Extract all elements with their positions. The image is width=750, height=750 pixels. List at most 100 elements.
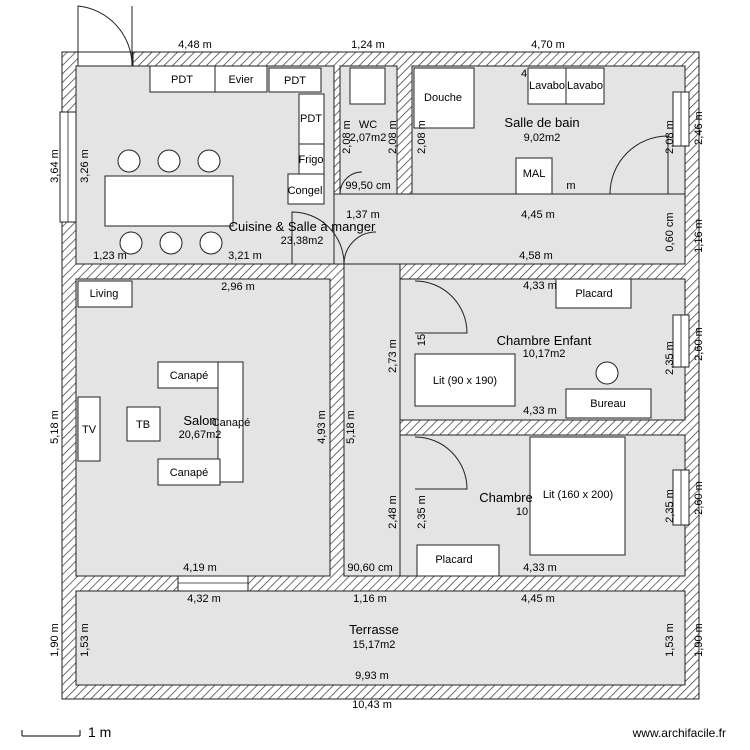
chair	[119, 231, 143, 255]
counter-pdt-1	[149, 65, 216, 93]
dim: m	[566, 180, 575, 192]
label-tb: TB	[136, 419, 150, 431]
living-cabinet	[77, 280, 133, 308]
label-lavabo: Lavabo	[529, 80, 565, 92]
sink-1	[527, 67, 567, 105]
label-canape: Canapé	[170, 467, 209, 479]
label-canape: Canapé	[170, 370, 209, 382]
scale-bar	[21, 730, 81, 737]
label-lit-160: Lit (160 x 200)	[543, 489, 613, 501]
dim: 9,93 m	[355, 670, 389, 682]
label-douche: Douche	[424, 92, 462, 104]
dim: 1,53 m	[79, 623, 91, 657]
freezer	[287, 173, 325, 205]
dim: 4,45 m	[521, 209, 555, 221]
counter-pdt-3	[298, 93, 325, 145]
room-label-chambre: Chambre	[479, 490, 532, 505]
floor-salon	[75, 278, 331, 577]
room-area-bain: 9,02m2	[524, 132, 561, 144]
label-pdt: PDT	[300, 113, 322, 125]
brand-watermark[interactable]: www.archifacile.fr	[632, 726, 726, 740]
bed-90	[414, 353, 516, 407]
label-pdt: PDT	[171, 74, 193, 86]
dim: 1,16 m	[693, 219, 705, 253]
floor-terrasse	[75, 590, 686, 686]
dim: 4,48 m	[178, 39, 212, 51]
canape-bottom	[157, 458, 221, 486]
room-area-terrasse: 15,17m2	[353, 639, 396, 651]
window-salon-terrasse	[177, 575, 249, 592]
room-area-wc: 2,07m2	[350, 132, 387, 144]
dim: 1,37 m	[346, 209, 380, 221]
bed-160	[529, 436, 626, 556]
label-mal: MAL	[523, 168, 546, 180]
dim: 10,43 m	[352, 699, 392, 711]
dim: 3,64 m	[49, 149, 61, 183]
label-tv: TV	[82, 424, 97, 436]
door-entrance	[77, 5, 133, 67]
room-label-bain: Salle de bain	[504, 115, 579, 130]
room-label-cuisine: Cuisine & Salle à manger	[229, 219, 376, 234]
dim: 2,35 m	[664, 341, 676, 375]
dim: 99,50 cm	[345, 180, 390, 192]
room-label-enfant: Chambre Enfant	[497, 333, 592, 348]
label-congel: Congel	[288, 185, 323, 197]
chair	[157, 149, 181, 173]
dim: 4,45 m	[521, 593, 555, 605]
chair	[197, 149, 221, 173]
counter-evier	[214, 65, 268, 93]
label-placard: Placard	[575, 288, 612, 300]
placard-chambre	[416, 544, 500, 577]
label-frigo: Frigo	[298, 154, 323, 166]
dim: 3,21 m	[228, 250, 262, 262]
dim: 1,90 m	[693, 623, 705, 657]
sink-2	[565, 67, 605, 105]
room-area-chambre: 10	[516, 506, 528, 518]
dim: 2,08 m	[387, 120, 399, 154]
door-wc	[339, 171, 363, 195]
washer	[515, 157, 553, 195]
canape-side	[217, 361, 244, 483]
label-pdt: PDT	[284, 75, 306, 87]
label-evier: Evier	[228, 74, 253, 86]
dim: 3,26 m	[79, 149, 91, 183]
door-enfant	[414, 280, 468, 334]
dim: 4,58 m	[519, 250, 553, 262]
dim: 5,18 m	[345, 410, 357, 444]
dim: 4	[521, 68, 527, 80]
floor-corridor-top	[333, 193, 686, 265]
door-chambre	[414, 436, 468, 490]
canape-top	[157, 361, 221, 389]
dim: 2,35 m	[664, 489, 676, 523]
label-lit-90: Lit (90 x 190)	[433, 375, 497, 387]
label-canape: Canapé	[212, 417, 251, 429]
dim: 2,08 m	[341, 120, 353, 154]
placard-enfant	[555, 278, 632, 309]
coffee-table	[126, 406, 161, 442]
chair	[117, 149, 141, 173]
lamp	[595, 361, 619, 385]
fridge	[298, 143, 325, 175]
dim: 2,35 m	[416, 495, 428, 529]
dim: 2,48 m	[387, 495, 399, 529]
dim: 0,60 cm	[664, 212, 676, 251]
dim: 15	[416, 334, 428, 346]
desk	[565, 388, 652, 419]
dim: 4,32 m	[187, 593, 221, 605]
dim: 4,93 m	[316, 410, 328, 444]
dim: 4,70 m	[531, 39, 565, 51]
dim: 2,08 m	[416, 120, 428, 154]
dim: 90,60 cm	[347, 562, 392, 574]
dim: 2,08 m	[664, 120, 676, 154]
dim: 2,96 m	[221, 281, 255, 293]
dim: 2,60 m	[693, 481, 705, 515]
dim: 1,16 m	[353, 593, 387, 605]
dim: 2,60 m	[693, 327, 705, 361]
tv-unit	[77, 396, 101, 462]
door-bain	[609, 135, 669, 195]
dim: 1,23 m	[93, 250, 127, 262]
dim: 5,18 m	[49, 410, 61, 444]
room-label-terrasse: Terrasse	[349, 622, 399, 637]
dim: 1,53 m	[664, 623, 676, 657]
dim: 2,73 m	[387, 339, 399, 373]
